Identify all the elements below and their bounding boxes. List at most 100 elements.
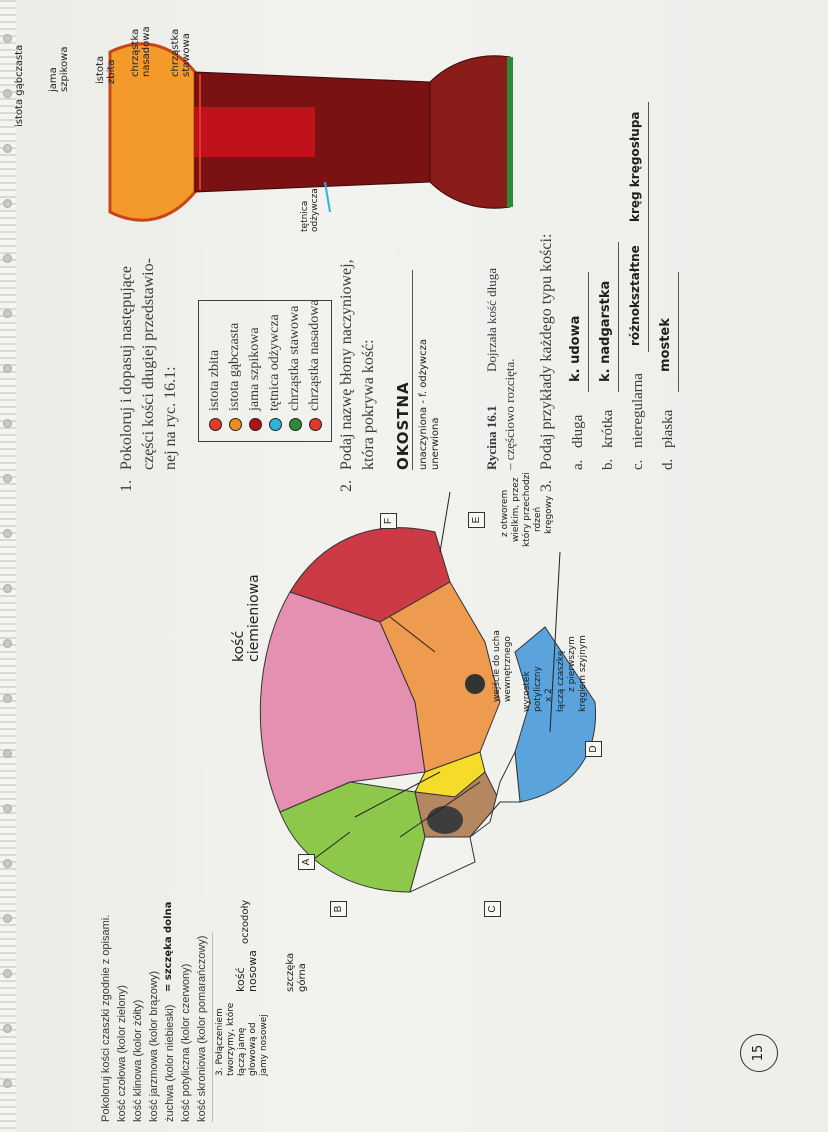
q2-note-2: unerwiona <box>430 417 441 470</box>
distal-epiphysis <box>429 55 511 209</box>
label-istota-zbita: istota zbita <box>95 55 117 84</box>
label-foramen-5: kręgowy <box>544 495 554 534</box>
label-foramen-1: z otworem <box>500 489 510 537</box>
label-mastoid-5: z pierwszym <box>567 636 577 692</box>
q1-number: 1. <box>118 480 135 492</box>
punch-hole <box>3 529 12 538</box>
legend-dot <box>209 418 222 431</box>
label-chrzastka-stawowa: chrząstka stawowa <box>170 28 192 77</box>
punch-hole <box>3 804 12 813</box>
q3-a-letter: a. <box>570 459 586 470</box>
legend-item: tętnica odżywcza <box>267 314 283 431</box>
punch-hole <box>3 584 12 593</box>
label-bottom-note: 3. Połączeniem tworzymy, które łączą jam… <box>215 1002 269 1076</box>
skull-instruction-mandible: żuchwa (kolor niebieski) <box>164 1004 176 1122</box>
temporal-bone <box>379 581 501 773</box>
label-istota-gabczasta: istota gąbczasta <box>14 44 25 127</box>
q3-c-answer: różnokształtne <box>628 245 642 346</box>
q3-b-letter: b. <box>600 458 616 470</box>
corner-stamp: 15 <box>740 1034 778 1072</box>
q2-line-2: która pokrywa kość: <box>360 339 377 470</box>
letter-c: C <box>484 901 501 917</box>
punch-hole <box>3 309 12 318</box>
orbit <box>427 806 463 834</box>
label-ear-2: wewnętrznego <box>503 636 513 702</box>
label-chrzastka-nasadowa: chrząstka nasadowa <box>130 26 152 77</box>
legend-dot <box>249 418 262 431</box>
figure-caption-1: Dojrzała kość długa <box>484 268 499 372</box>
q1-line-2: części kości długiej przedstawio- <box>140 258 157 470</box>
label-mastoid-1: wyrostek <box>522 671 532 712</box>
letter-b: B <box>330 901 347 917</box>
punch-hole <box>3 749 12 758</box>
skull-instruction-frontal: kość czołowa (kolor zielony) <box>116 985 128 1122</box>
punch-hole <box>3 969 12 978</box>
q3-a-answer: k. udowa <box>568 315 583 382</box>
q3-a-label: długa <box>570 414 586 448</box>
q2-number: 2. <box>338 480 355 492</box>
legend-dot <box>289 418 302 431</box>
skull-instruction-occipital: kość potyliczna (kolor czerwony) <box>180 963 192 1122</box>
punch-hole <box>3 694 12 703</box>
skull-instruction-zygomatic: kość jarzmowa (kolor brązowy) <box>148 971 160 1122</box>
punch-hole <box>3 364 12 373</box>
label-mastoid-2: potyliczny <box>533 666 543 712</box>
punch-hole <box>3 639 12 648</box>
q2-line-1: Podaj nazwę błony naczyniowej, <box>338 259 355 470</box>
punch-hole <box>3 144 12 153</box>
label-mastoid-3: x 2 <box>544 688 554 702</box>
legend-item: chrząstka stawowa <box>287 306 303 431</box>
label-ear-1: wejście do ucha <box>492 630 502 702</box>
marrow-cavity <box>195 107 315 157</box>
punch-hole <box>3 859 12 868</box>
punch-holes <box>0 0 14 1132</box>
q3-b-answer: k. nadgarstka <box>598 280 613 382</box>
letter-f: F <box>380 513 397 529</box>
letter-e: E <box>468 512 485 528</box>
bone-legend-box: istota zbita istota gąbczasta jama szpik… <box>198 299 332 442</box>
q3-b-label: krótka <box>600 409 616 448</box>
skull-illustration <box>259 491 597 893</box>
label-foramen-2: wielkim, przez <box>511 477 521 543</box>
q3-title: Podaj przykłady każdego typu kości: <box>538 233 555 470</box>
legend-dot <box>309 418 322 431</box>
punch-hole <box>3 254 12 263</box>
q3-d-letter: d. <box>660 458 676 470</box>
label-mastoid-6: kręgiem szyjnym <box>578 635 588 712</box>
q1-line-3: nej na ryc. 16.1: <box>162 366 179 470</box>
nutrient-artery <box>324 181 331 213</box>
occipital-bone <box>289 527 451 623</box>
ear-opening <box>465 674 485 694</box>
legend-dot <box>229 418 242 431</box>
long-bone-illustration <box>108 42 513 222</box>
q3-number: 3. <box>538 480 555 492</box>
label-szczeka-gorna: szczęka górna <box>285 952 308 992</box>
q3-d-answer: mostek <box>658 318 673 372</box>
corner-stamp-text: 15 <box>751 1044 766 1062</box>
binder-edge <box>0 0 16 1132</box>
label-tetnica-odzywcza: tętnica odżywcza <box>300 188 320 232</box>
skull-instruction-title: Pokoloruj kości czaszki zgodnie z opisam… <box>100 914 112 1122</box>
punch-hole <box>3 199 12 208</box>
label-kosc-ciemieniowa: kość ciemieniowa <box>231 574 262 662</box>
legend-item: istota gąbczasta <box>227 323 243 431</box>
punch-hole <box>3 1079 12 1088</box>
legend-item: istota zbita <box>207 350 223 431</box>
legend-dot <box>269 418 282 431</box>
skull-instruction-sphenoid: kość klinowa (kolor żółty) <box>132 999 144 1122</box>
figure-caption-bold: Rycina 16.1 <box>484 405 499 470</box>
legend-item: chrząstka nasadowa <box>307 299 323 431</box>
label-kosc-nosowa: kość nosowa <box>234 950 259 992</box>
letter-d: D <box>585 741 602 757</box>
punch-hole <box>3 419 12 428</box>
q1-line-1: Pokoloruj i dopasuj następujące <box>118 266 135 470</box>
q3-c-letter: c. <box>630 459 646 470</box>
skull-jaw-note: = szczęka dolna <box>163 901 174 992</box>
q3-c-answer-2: kręg kręgosłupa <box>628 111 642 222</box>
figure-caption-2: – częściowo rozcięta. <box>502 358 517 470</box>
q3-c-label: nieregularna <box>630 373 646 448</box>
punch-hole <box>3 474 12 483</box>
label-foramen-3: który przechodzi <box>522 472 532 547</box>
